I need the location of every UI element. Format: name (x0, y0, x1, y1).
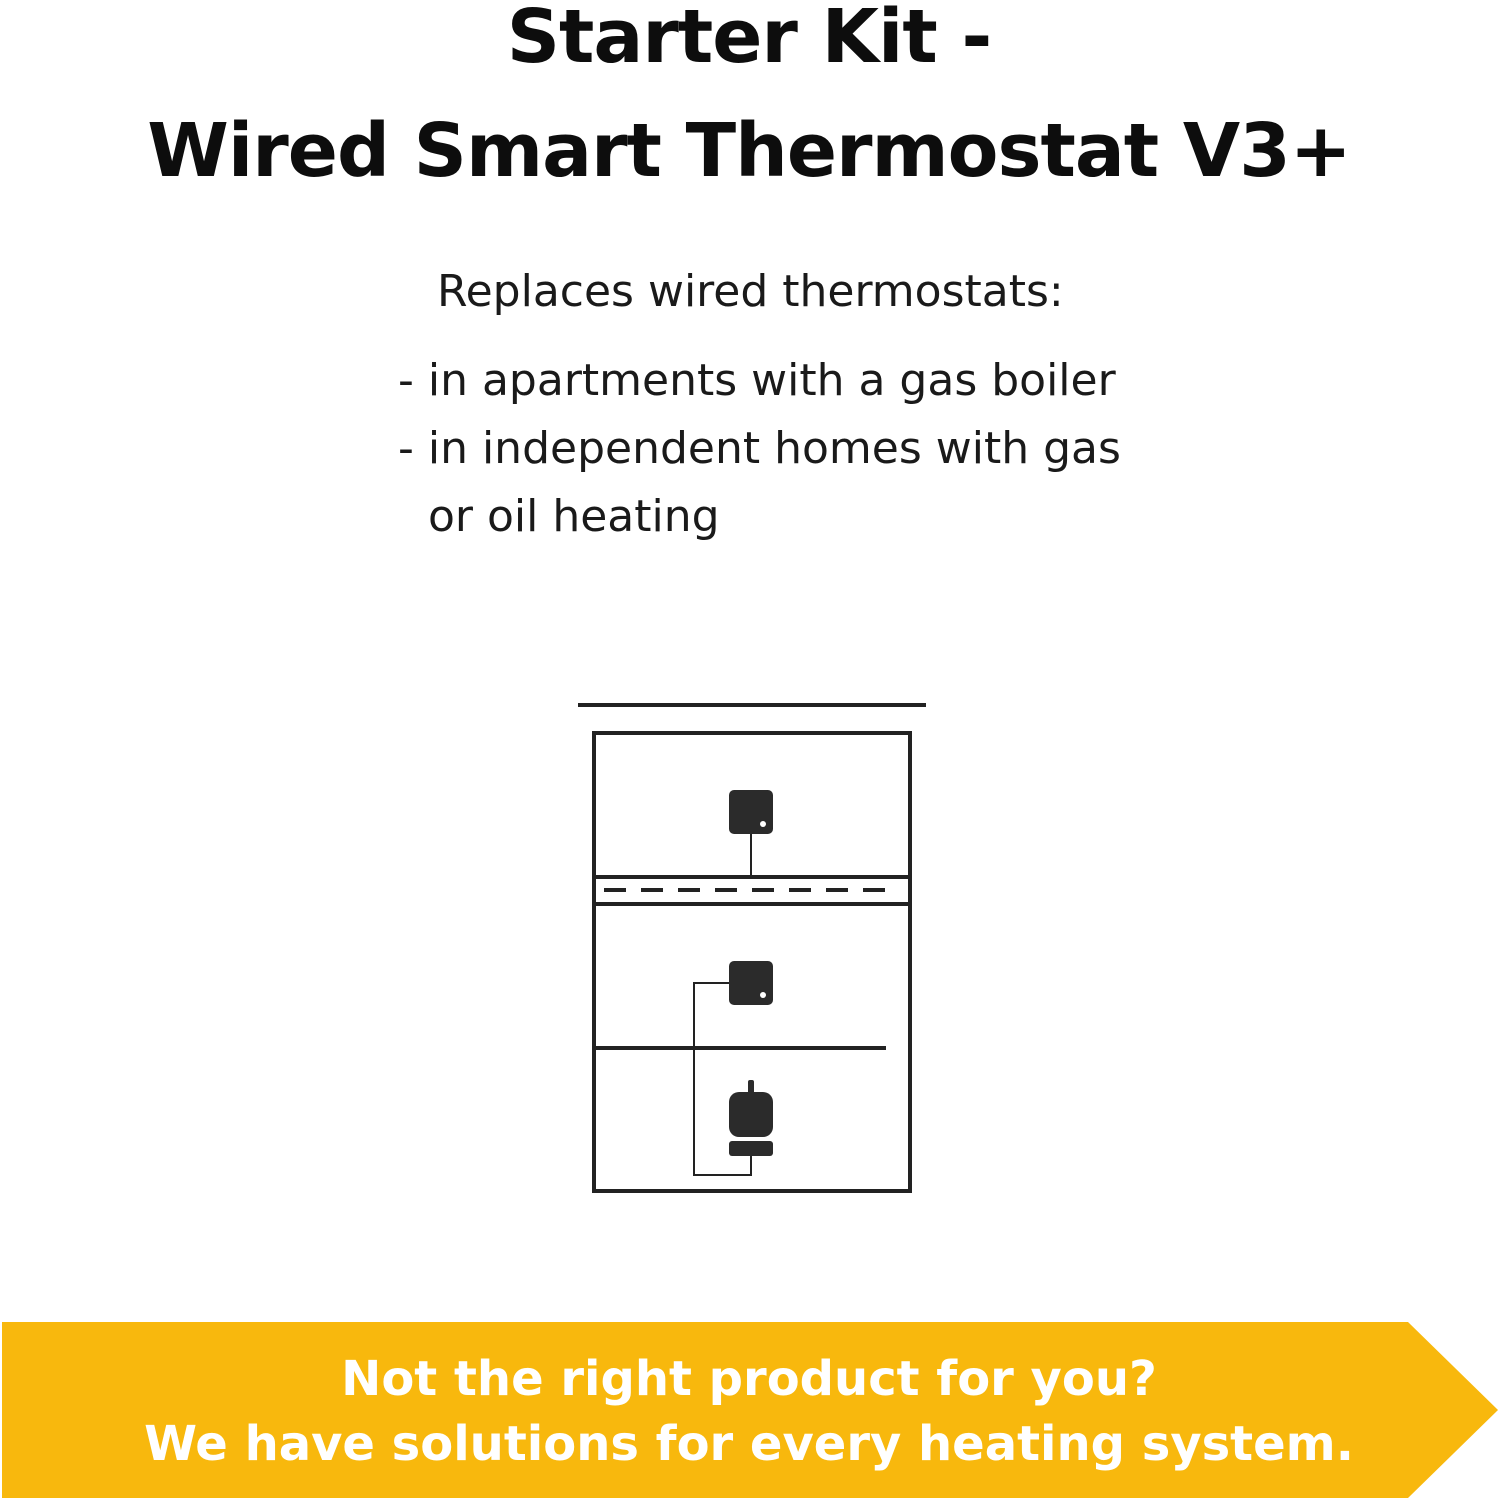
page-title-line-2: Wired Smart Thermostat V3+ (147, 108, 1351, 194)
description-intro: Replaces wired thermostats: (437, 266, 1064, 317)
banner-line-2: We have solutions for every heating syst… (144, 1416, 1354, 1472)
boiler-wire (693, 982, 752, 1176)
description-bullet-homes: - in independent homes with gas (398, 423, 1121, 474)
house-installation-diagram (560, 690, 940, 1210)
description-bullet-apartments: - in apartments with a gas boiler (398, 355, 1116, 406)
banner-arrow-shape (2, 1322, 1498, 1498)
boiler-icon (729, 1080, 773, 1156)
thermostat-icon (729, 790, 773, 834)
call-to-action-banner[interactable] (0, 1320, 1498, 1500)
banner-line-1: Not the right product for you? (341, 1351, 1157, 1407)
house-diagram-svg (578, 703, 926, 1193)
description-bullet-homes-continued: or oil heating (428, 491, 720, 542)
thermostat-icon (729, 961, 773, 1005)
page-title-line-1: Starter Kit - (506, 0, 992, 80)
house-outline (592, 731, 912, 1193)
